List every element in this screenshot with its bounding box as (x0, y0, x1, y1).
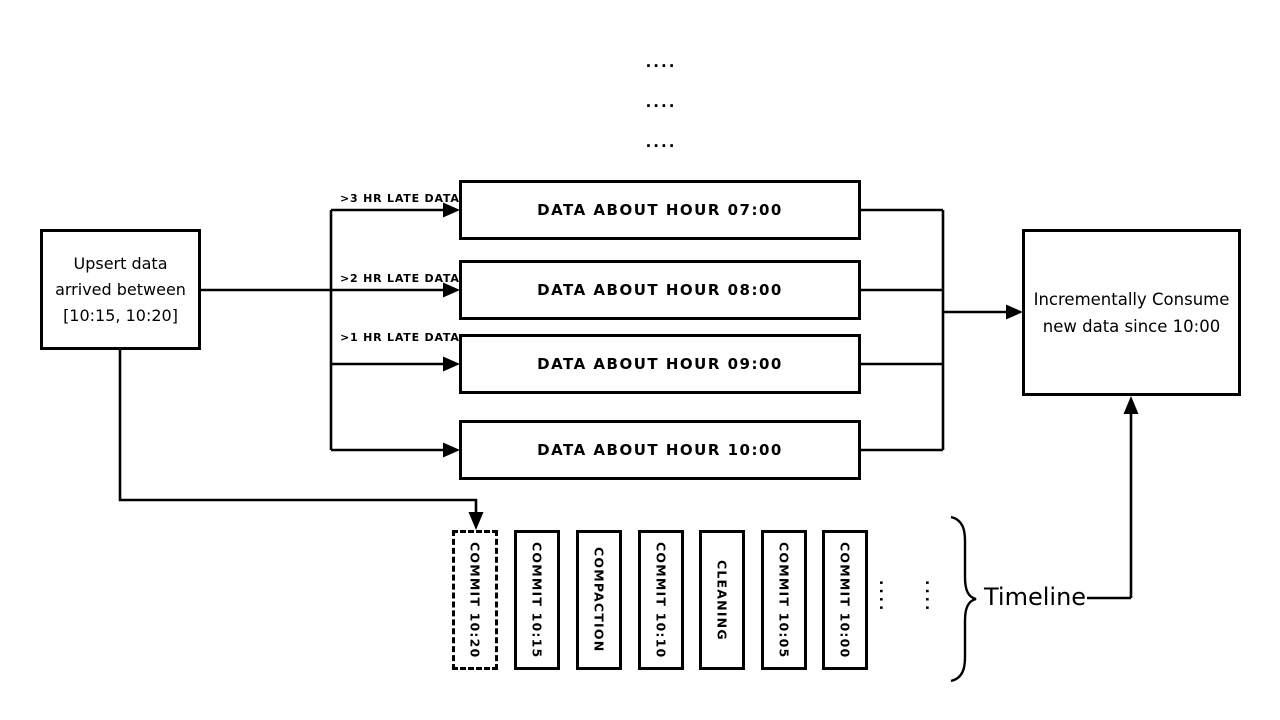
hour-box-0900: DATA ABOUT HOUR 09:00 (459, 334, 861, 394)
upsert-source-text: Upsert data arrived between [10:15, 10:2… (55, 251, 186, 329)
cleaning-box: CLEANING (699, 530, 745, 670)
compaction-box: COMPACTION (576, 530, 622, 670)
upsert-source-line: arrived between (55, 279, 186, 299)
commit-label: COMMIT 10:15 (529, 541, 545, 659)
late-data-label-1hr: >1 HR LATE DATA (340, 331, 460, 344)
upsert-source-box: Upsert data arrived between [10:15, 10:2… (40, 229, 201, 350)
hour-box-0800: DATA ABOUT HOUR 08:00 (459, 260, 861, 320)
incremental-consumer-line: new data since 10:00 (1042, 316, 1221, 336)
late-data-label-2hr: >2 HR LATE DATA (340, 272, 460, 285)
continuation-dots-top: .... .... .... (618, 42, 704, 162)
arrowhead-consumer (1006, 304, 1023, 320)
commit-label: COMPACTION (591, 547, 607, 653)
arrowhead-2hr (443, 282, 460, 298)
arrowhead-1hr (443, 356, 460, 372)
incremental-consumer-text: Incrementally Consume new data since 10:… (1034, 286, 1230, 340)
arrowhead-current (443, 442, 460, 458)
dots-row: .... (645, 93, 677, 111)
commit-box-1010: COMMIT 10:10 (638, 530, 684, 670)
commit-label: COMMIT 10:00 (837, 541, 853, 659)
arrowheads (443, 202, 1139, 530)
timeline-label: Timeline (984, 583, 1087, 611)
connector-lines (118, 208, 1133, 683)
hour-box-0700: DATA ABOUT HOUR 07:00 (459, 180, 861, 240)
commit-label: CLEANING (714, 559, 730, 641)
source-to-commit-line (118, 350, 478, 513)
commit-label: COMMIT 10:20 (467, 541, 483, 659)
arrowhead-commit (468, 512, 484, 530)
upsert-source-line: Upsert data (73, 253, 168, 273)
incremental-consumer-box: Incrementally Consume new data since 10:… (1022, 229, 1241, 396)
upsert-source-line: [10:15, 10:20] (63, 305, 178, 325)
arrowhead-3hr (443, 202, 460, 218)
commit-box-1000: COMMIT 10:00 (822, 530, 868, 670)
continuation-dots-timeline: .... (922, 580, 938, 614)
incremental-consumer-line: Incrementally Consume (1033, 289, 1230, 309)
hour-box-1000: DATA ABOUT HOUR 10:00 (459, 420, 861, 480)
dots-row: .... (645, 53, 677, 71)
commit-label: COMMIT 10:10 (653, 541, 669, 659)
timeline-brace (950, 515, 977, 683)
commit-box-1020-pending: COMMIT 10:20 (452, 530, 498, 670)
continuation-dots-timeline: .... (876, 580, 892, 614)
commit-box-1015: COMMIT 10:15 (514, 530, 560, 670)
arrowhead-consumer-bottom (1123, 396, 1139, 414)
commit-box-1005: COMMIT 10:05 (761, 530, 807, 670)
dots-row: .... (645, 133, 677, 151)
commit-label: COMMIT 10:05 (776, 541, 792, 659)
late-data-label-3hr: >3 HR LATE DATA (340, 192, 460, 205)
